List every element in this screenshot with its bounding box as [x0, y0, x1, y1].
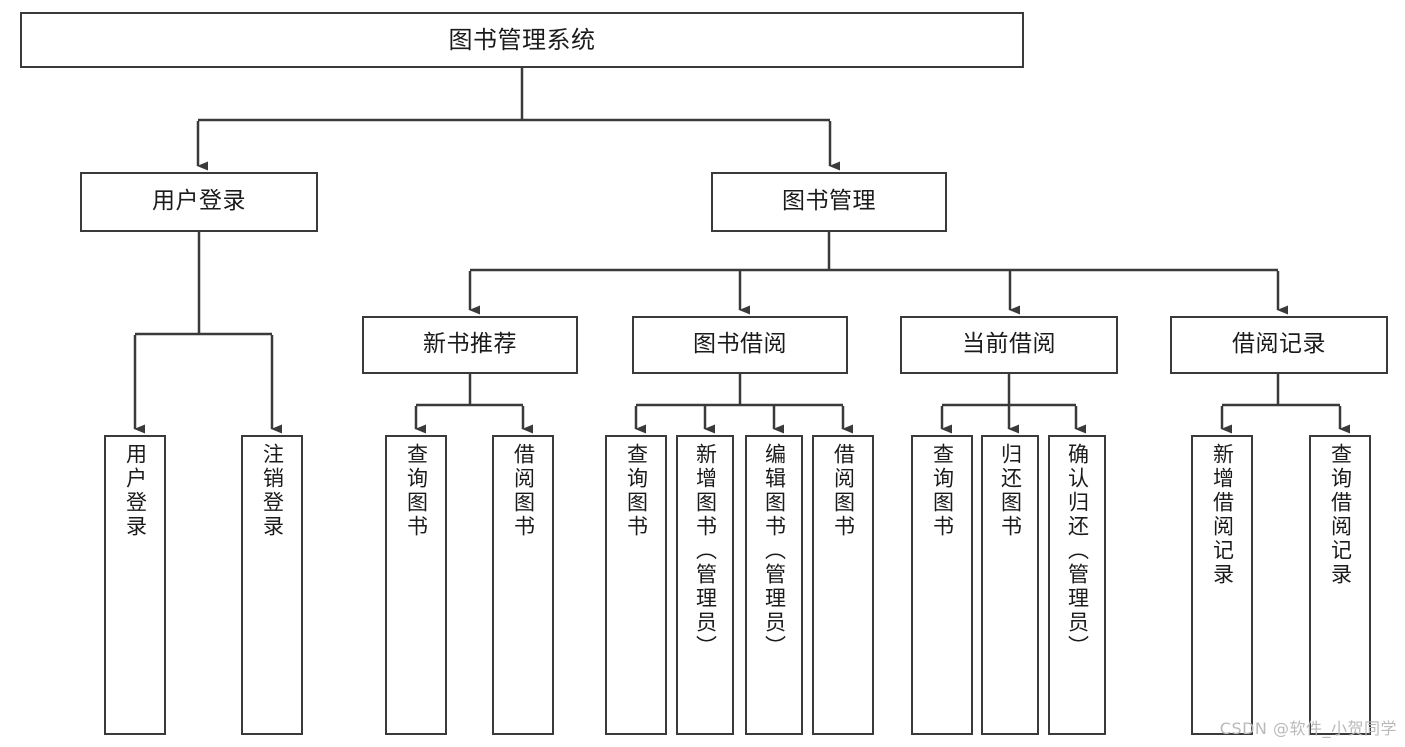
- node-root-system[interactable]: 图书管理系统: [20, 12, 1024, 68]
- leaf-borrow-add-book[interactable]: 新增图书（管理员）: [676, 435, 734, 735]
- node-current-borrow[interactable]: 当前借阅: [900, 316, 1118, 374]
- node-new-book-recommend[interactable]: 新书推荐: [362, 316, 578, 374]
- leaf-newbook-borrow-book[interactable]: 借阅图书: [492, 435, 554, 735]
- node-label: 新书推荐: [423, 331, 517, 358]
- node-user-login[interactable]: 用户登录: [80, 172, 318, 232]
- leaf-record-add-record[interactable]: 新增借阅记录: [1191, 435, 1253, 735]
- node-label: 借阅图书: [511, 443, 536, 539]
- leaf-current-confirm-return[interactable]: 确认归还（管理员）: [1048, 435, 1106, 735]
- node-label: 新增图书（管理员）: [693, 443, 718, 659]
- node-label: 图书借阅: [693, 331, 787, 358]
- leaf-record-query-record[interactable]: 查询借阅记录: [1309, 435, 1371, 735]
- node-label: 借阅图书: [831, 443, 856, 539]
- node-label: 编辑图书（管理员）: [762, 443, 787, 659]
- node-label: 查询图书: [930, 443, 955, 539]
- leaf-user-login[interactable]: 用户登录: [104, 435, 166, 735]
- node-label: 图书管理: [782, 188, 876, 215]
- node-book-borrow[interactable]: 图书借阅: [632, 316, 848, 374]
- node-label: 用户登录: [123, 443, 148, 539]
- leaf-current-query-book[interactable]: 查询图书: [911, 435, 973, 735]
- leaf-borrow-query-book[interactable]: 查询图书: [605, 435, 667, 735]
- node-label: 新增借阅记录: [1210, 443, 1235, 587]
- node-label: 查询图书: [404, 443, 429, 539]
- node-label: 用户登录: [152, 188, 246, 215]
- node-label: 当前借阅: [962, 331, 1056, 358]
- node-label: 归还图书: [998, 443, 1023, 539]
- node-borrow-record[interactable]: 借阅记录: [1170, 316, 1388, 374]
- node-label: 注销登录: [260, 443, 285, 539]
- leaf-newbook-query-book[interactable]: 查询图书: [385, 435, 447, 735]
- leaf-borrow-edit-book[interactable]: 编辑图书（管理员）: [745, 435, 803, 735]
- node-label: 查询借阅记录: [1328, 443, 1353, 587]
- leaf-borrow-borrow-book[interactable]: 借阅图书: [812, 435, 874, 735]
- node-label: 借阅记录: [1232, 331, 1326, 358]
- node-book-management[interactable]: 图书管理: [711, 172, 947, 232]
- node-label: 查询图书: [624, 443, 649, 539]
- node-label: 确认归还（管理员）: [1065, 443, 1090, 659]
- leaf-logout[interactable]: 注销登录: [241, 435, 303, 735]
- leaf-current-return-book[interactable]: 归还图书: [981, 435, 1039, 735]
- node-label: 图书管理系统: [448, 25, 596, 54]
